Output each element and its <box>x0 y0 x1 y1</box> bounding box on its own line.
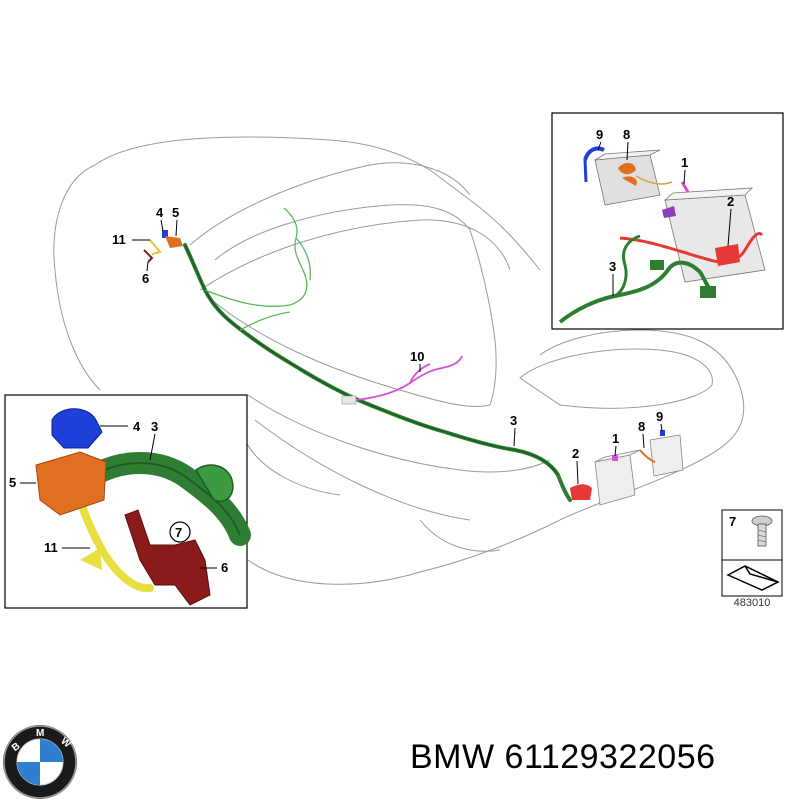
inset-tr-callout-8: 8 <box>623 127 630 142</box>
callout-1: 1 <box>612 431 619 446</box>
inset-tr-callout-2: 2 <box>727 194 734 209</box>
svg-text:M: M <box>36 728 44 739</box>
main-battery-area <box>570 430 684 506</box>
screw-callout-7: 7 <box>729 514 736 529</box>
car-outline <box>53 136 745 585</box>
callout-2: 2 <box>572 446 579 461</box>
callout-6: 6 <box>142 271 149 286</box>
inset-bl-callout-11: 11 <box>44 540 58 555</box>
pink-wire-10 <box>341 355 463 405</box>
callout-3: 3 <box>510 413 517 428</box>
callout-8: 8 <box>638 419 645 434</box>
callout-9: 9 <box>656 409 663 424</box>
inset-bl-callout-7: 7 <box>175 525 182 540</box>
inset-battery-detail: 9 8 1 2 3 <box>551 112 784 330</box>
inset-tr-callout-9: 9 <box>596 127 603 142</box>
callout-4: 4 <box>156 205 164 220</box>
inset-connector-detail: 4 3 5 11 7 6 <box>4 394 251 609</box>
inset-bl-callout-3: 3 <box>151 419 158 434</box>
main-wiring-harness <box>183 207 572 502</box>
inset-bl-callout-5: 5 <box>9 475 16 490</box>
callout-10: 10 <box>410 349 424 364</box>
reference-code: 483010 <box>733 597 771 609</box>
main-callouts: 11 4 5 6 10 3 2 1 8 9 <box>112 205 663 485</box>
inset-tr-callout-3: 3 <box>609 259 616 274</box>
screw-icon <box>751 515 773 547</box>
inset-tr-callout-1: 1 <box>681 155 688 170</box>
part-number-label: BMW 61129322056 <box>410 738 716 776</box>
callout-5: 5 <box>172 205 179 220</box>
screw-part-panel: 7 <box>721 509 783 597</box>
callout-11: 11 <box>112 232 126 247</box>
front-connector-cluster <box>143 230 183 263</box>
inset-bl-callout-6: 6 <box>221 560 228 575</box>
inset-bl-callout-4: 4 <box>133 419 141 434</box>
bracket-shape-icon <box>726 565 780 591</box>
bmw-logo: B M W <box>3 725 77 799</box>
